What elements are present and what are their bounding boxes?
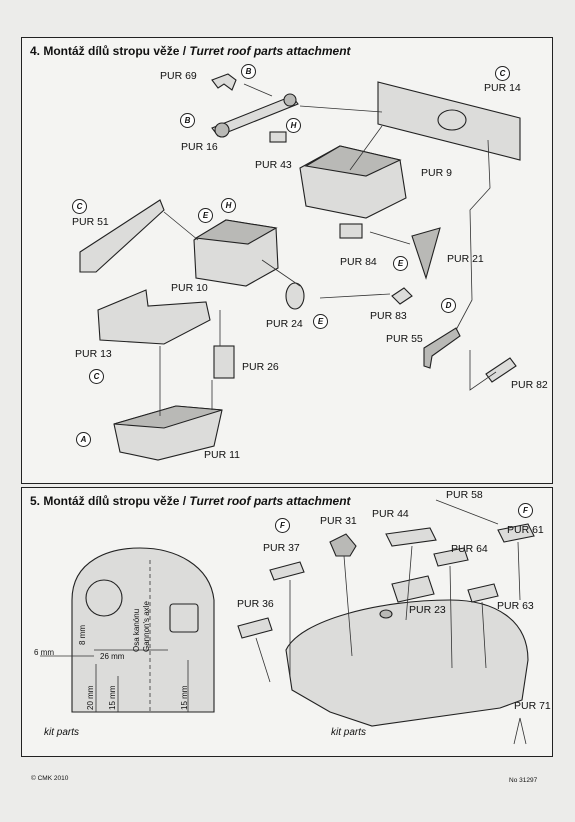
axis-label-en: Gannon's axle — [142, 601, 151, 652]
part-pur71 — [513, 717, 527, 745]
step-4-title: 4. Montáž dílů stropu věže / Turret roof… — [30, 44, 351, 58]
axis-label-cz: Osa kanónu — [132, 608, 141, 652]
label-pur26: PUR 26 — [242, 361, 279, 373]
badge-b-1: B — [241, 64, 256, 79]
step-4-guide-lines — [243, 83, 497, 391]
label-pur69: PUR 69 — [160, 70, 197, 82]
badge-f-1: F — [275, 518, 290, 533]
label-pur13: PUR 13 — [75, 348, 112, 360]
badge-f-2: F — [518, 503, 533, 518]
label-pur71: PUR 71 — [514, 700, 551, 712]
label-pur64: PUR 64 — [451, 543, 488, 555]
label-pur16: PUR 16 — [181, 141, 218, 153]
dim-6mm: 6 mm — [34, 648, 54, 657]
badge-h-2: H — [221, 198, 236, 213]
badge-e-1: E — [198, 208, 213, 223]
part-pur10-top — [194, 219, 278, 245]
footer-copyright: © CMK 2010 — [31, 775, 69, 782]
label-pur14: PUR 14 — [484, 82, 521, 94]
footer-number: No 31297 — [509, 777, 538, 784]
label-pur11: PUR 11 — [204, 449, 240, 461]
part-pur61 — [497, 523, 535, 543]
step-5-number: 5. — [30, 494, 41, 508]
part-pur63 — [467, 583, 499, 603]
template-dimension-lines — [40, 649, 189, 712]
part-pur64 — [433, 547, 469, 567]
part-pur58 — [435, 499, 499, 525]
caption-kit-parts-left: kit parts — [44, 727, 80, 738]
part-pur14-hole — [437, 109, 467, 131]
step-4-guide-lines-2 — [163, 211, 411, 299]
part-pur31 — [329, 533, 357, 557]
step-5-title-cz: Montáž dílů stropu věže / — [43, 494, 187, 508]
badge-c-2: C — [72, 199, 87, 214]
badge-d-1: D — [441, 298, 456, 313]
dim-8mm: 8 mm — [78, 625, 87, 645]
badge-b-2: B — [180, 113, 195, 128]
label-pur61: PUR 61 — [507, 524, 544, 536]
part-pur36 — [237, 617, 273, 639]
dim-15mm-a: 15 mm — [108, 685, 117, 710]
part-pur44 — [385, 527, 437, 547]
part-pur82 — [485, 357, 517, 383]
part-pur83 — [391, 287, 413, 305]
label-pur55: PUR 55 — [386, 333, 423, 345]
part-pur11-rim — [113, 405, 223, 429]
badge-c-1: C — [495, 66, 510, 81]
label-pur24: PUR 24 — [266, 318, 303, 330]
part-pur21 — [411, 227, 441, 280]
badge-e-3: E — [313, 314, 328, 329]
label-pur43: PUR 43 — [255, 159, 292, 171]
label-pur44: PUR 44 — [372, 508, 409, 520]
label-pur83: PUR 83 — [370, 310, 407, 322]
label-pur51: PUR 51 — [72, 216, 109, 228]
label-pur10: PUR 10 — [171, 282, 208, 294]
template-hatch — [85, 579, 123, 617]
label-pur63: PUR 63 — [497, 600, 534, 612]
label-pur21: PUR 21 — [447, 253, 484, 265]
label-pur23: PUR 23 — [409, 604, 446, 616]
part-pur43 — [269, 131, 287, 143]
step-4-title-en: Turret roof parts attachment — [189, 44, 351, 58]
badge-h-1: H — [286, 118, 301, 133]
label-pur36: PUR 36 — [237, 598, 274, 610]
caption-kit-parts-right: kit parts — [331, 727, 367, 738]
label-pur37: PUR 37 — [263, 542, 300, 554]
part-pur84 — [339, 223, 363, 239]
part-pur23 — [391, 575, 435, 603]
step-4-guide-lines-3 — [159, 310, 221, 416]
step-4-title-cz: Montáž dílů stropu věže / — [43, 44, 187, 58]
step-5-title-en: Turret roof parts attachment — [189, 494, 351, 508]
part-pur69 — [211, 73, 237, 91]
part-pur51 — [79, 199, 165, 273]
dim-26mm: 26 mm — [100, 652, 125, 661]
step-4-number: 4. — [30, 44, 41, 58]
part-pur26 — [213, 345, 235, 379]
label-pur84: PUR 84 — [340, 256, 377, 268]
turret-roof — [285, 599, 529, 727]
part-pur16-end — [283, 93, 297, 107]
turret-roof-hole — [379, 609, 393, 619]
template-square — [169, 603, 199, 633]
badge-a-1: A — [76, 432, 91, 447]
label-pur58: PUR 58 — [446, 489, 483, 501]
part-pur13 — [97, 289, 211, 345]
label-pur82: PUR 82 — [511, 379, 548, 391]
part-pur37 — [269, 561, 305, 581]
label-pur9: PUR 9 — [421, 167, 452, 179]
step-5-title: 5. Montáž dílů stropu věže / Turret roof… — [30, 494, 351, 508]
dim-15mm-b: 15 mm — [180, 685, 189, 710]
badge-c-3: C — [89, 369, 104, 384]
step-5-arrows — [255, 541, 521, 683]
badge-e-2: E — [393, 256, 408, 271]
part-pur9-top — [304, 145, 402, 177]
dim-20mm: 20 mm — [86, 685, 95, 710]
part-pur55 — [423, 327, 461, 369]
label-pur31: PUR 31 — [320, 515, 357, 527]
part-pur16-knob — [214, 122, 230, 138]
